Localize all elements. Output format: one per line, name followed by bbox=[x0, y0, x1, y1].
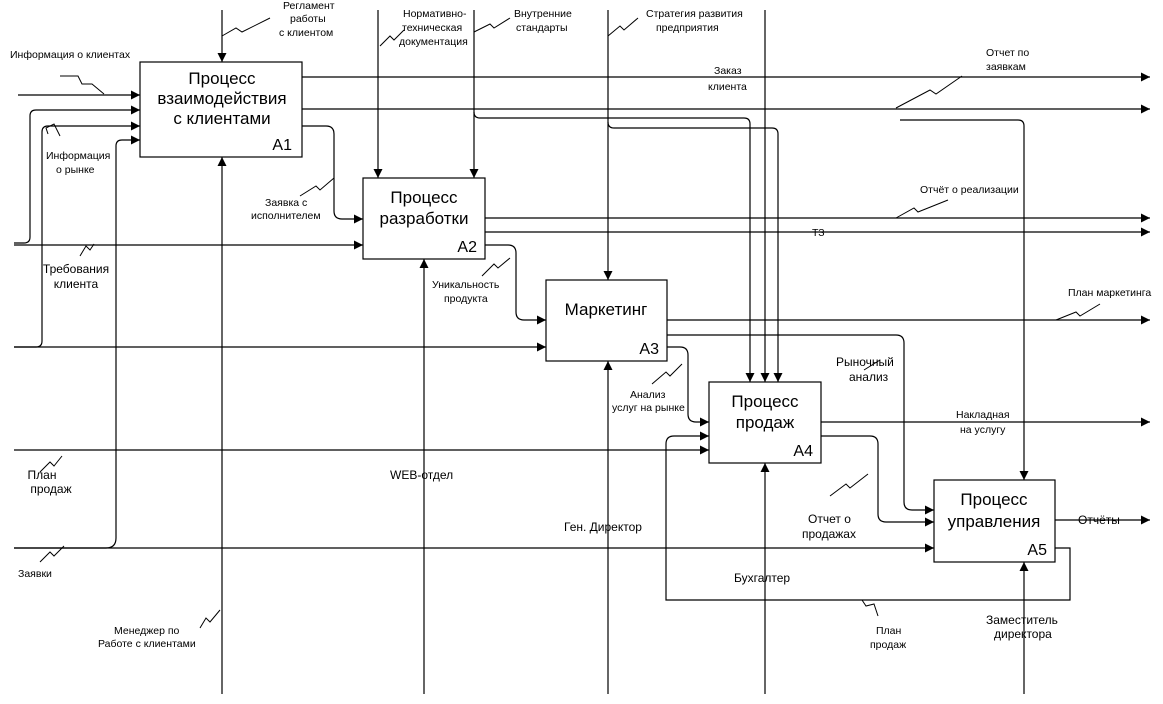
label-sales-plan-in-1: План bbox=[28, 468, 57, 482]
label-sales-plan-fb-2: продаж bbox=[870, 639, 906, 651]
arrow-request-executor bbox=[302, 125, 363, 224]
label-normative-1: Нормативно- bbox=[403, 8, 467, 20]
label-info-clients: Информация о клиентах bbox=[10, 49, 131, 61]
label-sales-report-1: Отчет о bbox=[808, 512, 851, 526]
label-invoice-1: Накладная bbox=[956, 409, 1010, 421]
box-a2-title-1: Процесс bbox=[390, 188, 458, 207]
box-a5-title-1: Процесс bbox=[960, 490, 1028, 509]
box-a3-title-1: Маркетинг bbox=[565, 300, 648, 319]
label-marketing-plan: План маркетинга bbox=[1068, 287, 1151, 299]
box-a1-title-2: взаимодействия bbox=[157, 89, 286, 108]
label-request-executor-1: Заявка с bbox=[265, 197, 307, 209]
box-a2-title-2: разработки bbox=[380, 209, 469, 228]
box-a1-title-1: Процесс bbox=[188, 69, 256, 88]
label-normative-2: техническая bbox=[402, 22, 462, 34]
label-reglament-1: Регламент bbox=[283, 0, 335, 12]
box-a3-code: A3 bbox=[639, 341, 659, 358]
label-gen-director: Ген. Директор bbox=[564, 520, 642, 534]
label-squiggles bbox=[39, 17, 1101, 629]
label-strategy-1: Стратегия развития bbox=[646, 8, 743, 20]
label-requests: Заявки bbox=[18, 568, 52, 580]
label-report-requests-1: Отчет по bbox=[986, 47, 1029, 59]
label-reglament-2: работы bbox=[290, 13, 326, 25]
label-manager-1: Менеджер по bbox=[114, 625, 180, 637]
box-a3[interactable]: Маркетинг A3 bbox=[545, 279, 668, 362]
label-services-analysis-2: услуг на рынке bbox=[612, 402, 685, 414]
label-tz: ТЗ bbox=[812, 227, 825, 239]
label-order-client-2: клиента bbox=[708, 81, 747, 93]
arrow-internal-std-a4 bbox=[473, 111, 755, 382]
box-a4[interactable]: Процесс продаж A4 bbox=[708, 381, 822, 464]
label-uniqueness-2: продукта bbox=[444, 293, 488, 305]
label-info-market-1: Информация bbox=[46, 150, 110, 162]
box-a2-code: A2 bbox=[457, 239, 477, 256]
arrow-sales-report bbox=[821, 435, 934, 527]
label-info-market-2: о рынке bbox=[56, 164, 95, 176]
label-realization-report-text: Отчёт о реализации bbox=[920, 184, 1019, 196]
label-sales-plan-fb-1: План bbox=[876, 625, 902, 637]
label-reports: Отчёты bbox=[1078, 513, 1120, 527]
label-strategy-2: предприятия bbox=[656, 22, 719, 34]
box-a4-title-1: Процесс bbox=[731, 392, 799, 411]
arrow-to-a5-control bbox=[900, 119, 1029, 480]
label-request-executor-2: исполнителем bbox=[251, 210, 321, 222]
label-internal-std-1: Внутренние bbox=[514, 8, 572, 20]
box-a1-title-3: с клиентами bbox=[173, 109, 270, 128]
label-uniqueness-1: Уникальность bbox=[432, 279, 500, 291]
label-client-req-2: клиента bbox=[54, 277, 99, 291]
box-a1-code: A1 bbox=[272, 137, 292, 154]
label-manager-2: Работе с клиентами bbox=[98, 638, 196, 650]
arrow-client-req-a1 bbox=[14, 105, 140, 244]
label-market-analysis-1: Рыночный bbox=[836, 355, 894, 369]
arrow-strategy-a4 bbox=[607, 121, 783, 382]
box-a5-title-2: управления bbox=[948, 512, 1041, 531]
label-web-dept: WEB-отдел bbox=[390, 468, 453, 482]
box-a2[interactable]: Процесс разработки A2 bbox=[362, 177, 486, 260]
box-a5[interactable]: Процесс управления A5 bbox=[933, 479, 1056, 563]
arrow-uniqueness bbox=[485, 244, 546, 325]
label-invoice-2: на услугу bbox=[960, 424, 1006, 436]
label-order-client-1: Заказ bbox=[714, 65, 742, 77]
box-a4-title-2: продаж bbox=[736, 413, 795, 432]
label-market-analysis-2: анализ bbox=[849, 370, 889, 384]
arrow-services-analysis bbox=[667, 346, 709, 427]
box-a5-code: A5 bbox=[1027, 542, 1047, 559]
label-sales-plan-in-2: продаж bbox=[30, 482, 71, 496]
arrow-sales-plan-feedback bbox=[665, 431, 1071, 601]
arrow-labels: Информация о клиентах Информация о рынке… bbox=[10, 0, 1151, 651]
label-internal-std-2: стандарты bbox=[516, 22, 568, 34]
label-accountant: Бухгалтер bbox=[734, 571, 790, 585]
label-normative-3: документация bbox=[399, 36, 468, 48]
label-services-analysis-1: Анализ bbox=[630, 389, 666, 401]
box-a1[interactable]: Процесс взаимодействия с клиентами A1 bbox=[139, 61, 303, 158]
arrows bbox=[14, 10, 1150, 694]
label-deputy-1: Заместитель bbox=[986, 613, 1058, 627]
label-deputy-2: директора bbox=[994, 627, 1052, 641]
label-client-req-1: Требования bbox=[43, 262, 109, 276]
label-reglament-3: с клиентом bbox=[279, 27, 333, 39]
label-report-requests-2: заявкам bbox=[986, 61, 1026, 73]
label-sales-report-2: продажах bbox=[802, 527, 856, 541]
box-a4-code: A4 bbox=[793, 443, 813, 460]
